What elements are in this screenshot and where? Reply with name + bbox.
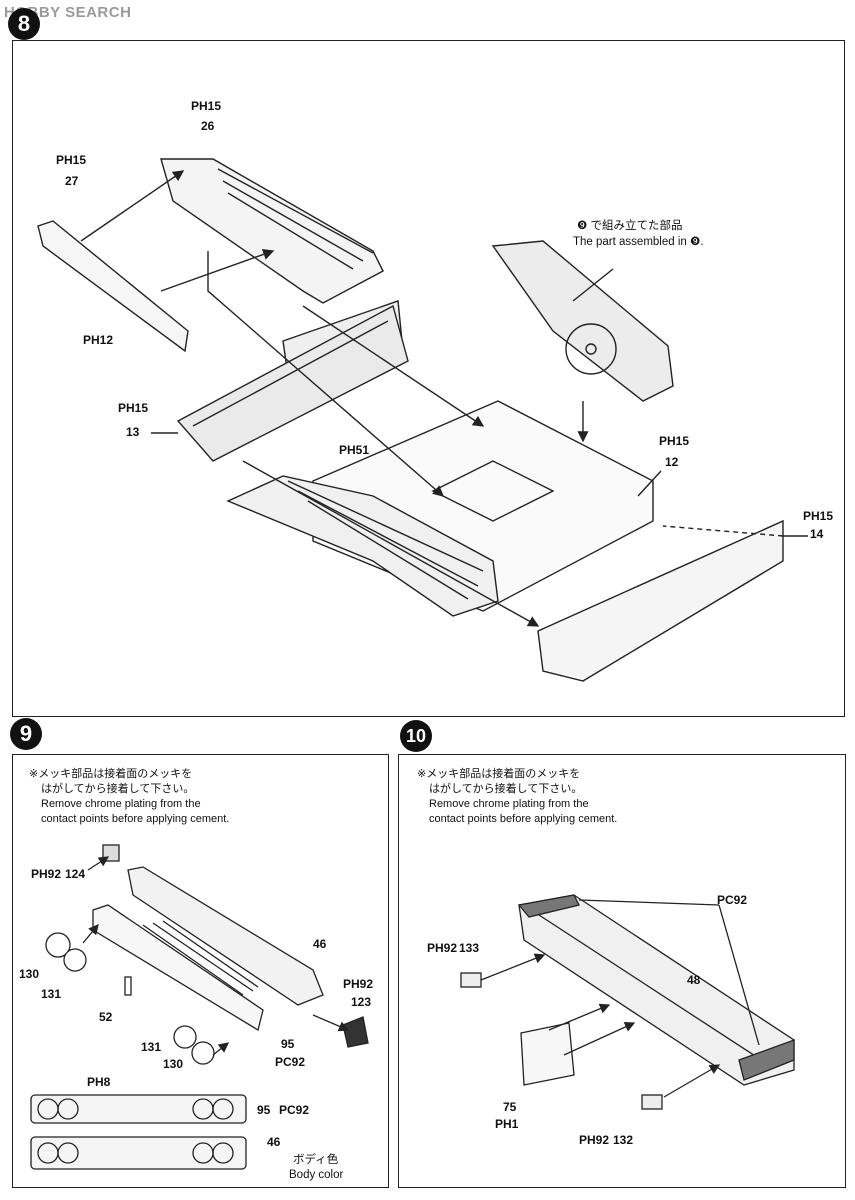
part-14: 14 — [810, 527, 824, 541]
ref-92-runner: PC92 — [717, 893, 748, 907]
ref-13-runner: PH15 — [118, 401, 149, 415]
part-95-b: 95 — [257, 1103, 271, 1117]
step-8-badge: 8 — [8, 8, 40, 40]
ref-12b-runner: PH15 — [659, 434, 690, 448]
part-130-a: 130 — [19, 967, 40, 981]
part-124: 124 — [65, 867, 86, 881]
part-131-b: 131 — [141, 1040, 162, 1054]
part-27: 27 — [65, 174, 79, 188]
part-48: 48 — [687, 973, 701, 987]
step-8-panel: PH15 26 PH15 27 PH12 PH15 13 PH51 PH15 1… — [12, 40, 845, 717]
part-46: 46 — [313, 937, 327, 951]
ref-124-runner: PH92 — [31, 867, 62, 881]
step-10-panel: ※メッキ部品は接着面のメッキを はがしてから接着して下さい。 Remove ch… — [398, 754, 846, 1188]
chrome-note10-jp-1: ※メッキ部品は接着面のメッキを — [417, 768, 581, 780]
part-13: 13 — [126, 425, 140, 439]
ref-95b-runner: PC92 — [279, 1103, 310, 1117]
step-10-badge: 10 — [400, 720, 432, 752]
chrome-note-en-1: Remove chrome plating from the — [41, 798, 201, 810]
chrome-note-jp-2: はがしてから接着して下さい。 — [41, 783, 195, 795]
part-12: 12 — [665, 455, 679, 469]
ref-123-runner: PH92 — [343, 977, 374, 991]
ref-14-runner: PH15 — [803, 509, 834, 523]
part-26: 26 — [201, 119, 215, 133]
chrome-note-jp-1: ※メッキ部品は接着面のメッキを — [29, 768, 193, 780]
step-10-drawing — [460, 894, 795, 1110]
part-131-a: 131 — [41, 987, 62, 1001]
part-133: 133 — [459, 941, 480, 955]
chrome-note-en-2: contact points before applying cement. — [41, 813, 230, 825]
ref-8-runner: PH8 — [87, 1075, 111, 1089]
body-color-en: Body color — [289, 1169, 344, 1181]
step-9-panel: ※メッキ部品は接着面のメッキを はがしてから接着して下さい。 Remove ch… — [12, 754, 389, 1188]
ref-133-runner: PH92 — [427, 941, 458, 955]
assembled-callout-jp: ❾ で組み立てた部品 — [577, 220, 683, 232]
part-52: 52 — [99, 1010, 113, 1024]
body-color-jp: ボディ色 — [293, 1154, 339, 1166]
part-130-b: 130 — [163, 1057, 184, 1071]
ref-26-runner: PH15 — [191, 99, 222, 113]
step-9-drawing — [30, 844, 369, 1170]
part-123: 123 — [351, 995, 372, 1009]
assembled-callout-en: The part assembled in ❾. — [573, 236, 704, 248]
ref-132-runner: PH92 — [579, 1133, 610, 1147]
ref-27-runner: PH15 — [56, 153, 87, 167]
ref-95-runner: PC92 — [275, 1055, 306, 1069]
ref-75-runner: PH1 — [495, 1117, 519, 1131]
chrome-note10-jp-2: はがしてから接着して下さい。 — [429, 783, 583, 795]
part-95: 95 — [281, 1037, 295, 1051]
chrome-note10-en-2: contact points before applying cement. — [429, 813, 618, 825]
step-9-badge: 9 — [10, 718, 42, 750]
chrome-note10-en-1: Remove chrome plating from the — [429, 798, 589, 810]
part-132: 132 — [613, 1133, 634, 1147]
ref-51-runner: PH51 — [339, 443, 370, 457]
ref-12-runner: PH12 — [83, 333, 114, 347]
part-46-b: 46 — [267, 1135, 281, 1149]
part-75: 75 — [503, 1100, 517, 1114]
step-8-drawing — [37, 158, 808, 682]
